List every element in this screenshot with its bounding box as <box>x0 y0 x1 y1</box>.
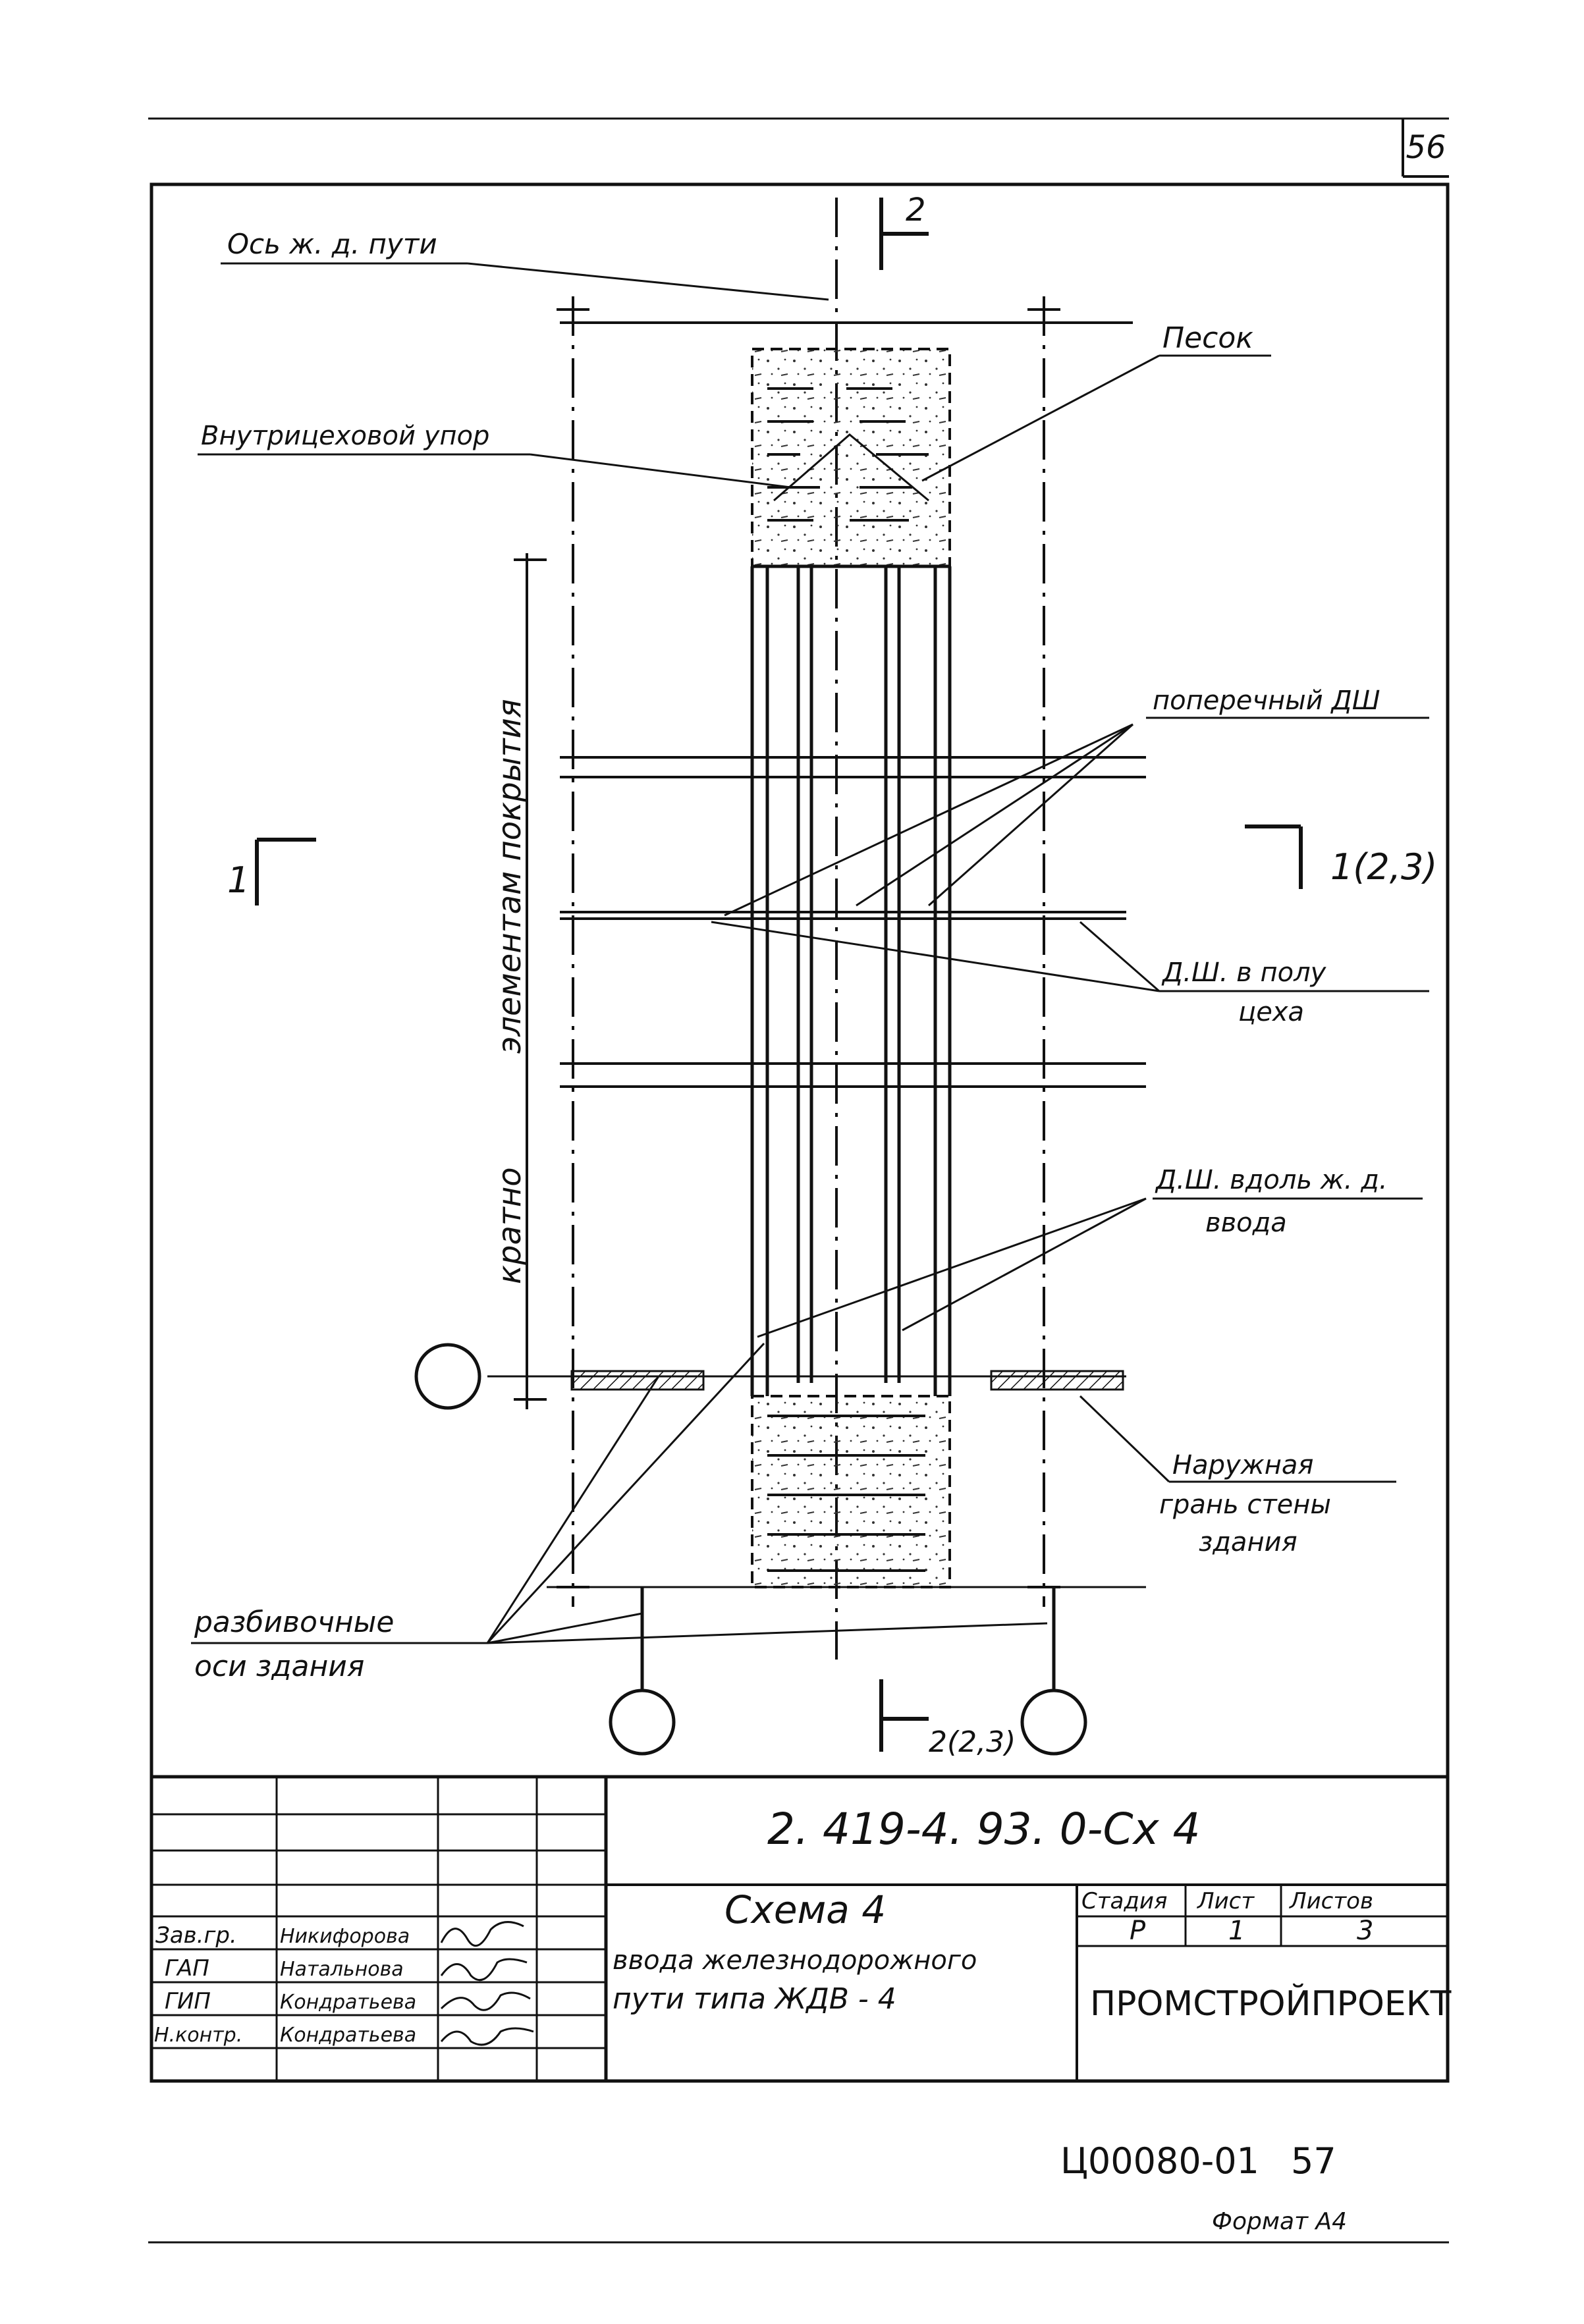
signature-rows: Зав.гр. Никифорова ГАП Натальнова ГИП Ко… <box>154 1921 534 2047</box>
sand-zone-top <box>751 348 951 568</box>
stage-value: Р <box>1130 1916 1146 1946</box>
label-outer-face-2: грань стены <box>1159 1490 1331 1520</box>
vertical-note-lower: кратно <box>491 1167 528 1284</box>
title-block <box>151 1775 1448 2081</box>
vertical-note-upper: элементам покрытия <box>491 699 528 1054</box>
outer-wall <box>487 1370 1146 1588</box>
scheme-subtitle-2: пути типа ЖДВ - 4 <box>613 1982 896 2016</box>
rails <box>750 564 952 1396</box>
sheet-border <box>148 117 1450 2244</box>
label-along-joint-2: ввода <box>1205 1208 1287 1238</box>
section-marks <box>255 198 1303 1752</box>
archive-page: 57 <box>1291 2140 1336 2182</box>
signature-name: Кондратьева <box>280 1991 416 2014</box>
handwritten-signatures <box>440 1921 534 2046</box>
label-outer-face-3: здания <box>1199 1527 1297 1557</box>
organization: ПРОМСТРОЙПРОЕКТ <box>1090 1984 1452 2024</box>
label-transverse-joint: поперечный ДШ <box>1153 686 1380 716</box>
archive-code: Ц00080-01 <box>1060 2140 1259 2182</box>
label-floor-joint-2: цеха <box>1238 997 1304 1027</box>
sheets-header: Листов <box>1288 1888 1373 1914</box>
scheme-title: Схема 4 <box>724 1887 886 1932</box>
signature-role: Н.контр. <box>154 2024 242 2047</box>
sheet-value: 1 <box>1228 1916 1245 1946</box>
transverse-joints <box>560 321 1146 1088</box>
document-code: 2. 419-4. 93. 0-Сх 4 <box>767 1804 1201 1854</box>
sand-zone-bottom <box>751 1395 951 1588</box>
stage-header: Стадия <box>1081 1888 1167 1914</box>
layout-axes <box>572 198 1045 1660</box>
sheets-value: 3 <box>1357 1916 1373 1946</box>
section-1-right: 1(2,3) <box>1330 846 1437 888</box>
page-number: 56 <box>1406 129 1446 166</box>
label-sand: Песок <box>1162 321 1253 355</box>
signature-name: Кондратьева <box>280 2024 416 2047</box>
section-1-left: 1 <box>227 859 250 901</box>
label-inner-stop: Внутрицеховой упор <box>201 421 489 451</box>
section-2-bottom: 2(2,3) <box>929 1725 1016 1759</box>
format-label: Формат А4 <box>1212 2208 1347 2235</box>
sheet-header: Лист <box>1196 1888 1255 1914</box>
label-layout-axes-2: оси здания <box>194 1650 364 1683</box>
label-layout-axes-1: разбивочные <box>194 1606 394 1639</box>
label-outer-face-1: Наружная <box>1172 1450 1313 1480</box>
scheme-subtitle-1: ввода железнодорожного <box>613 1945 977 1976</box>
signature-role: ГАП <box>165 1955 209 1982</box>
label-track-axis: Ось ж. д. пути <box>227 228 437 260</box>
signature-name: Никифорова <box>280 1925 410 1948</box>
section-2-top: 2 <box>906 192 926 229</box>
axis-bubbles <box>414 1343 1087 1756</box>
signature-name: Натальнова <box>280 1958 404 1981</box>
label-along-joint-1: Д.Ш. вдоль ж. д. <box>1155 1165 1388 1195</box>
label-floor-joint-1: Д.Ш. в полу <box>1161 958 1327 988</box>
signature-role: ГИП <box>165 1988 211 2014</box>
leader-lines <box>191 262 1429 1644</box>
dimension-line <box>514 553 547 1409</box>
signature-role: Зав.гр. <box>155 1922 237 1949</box>
